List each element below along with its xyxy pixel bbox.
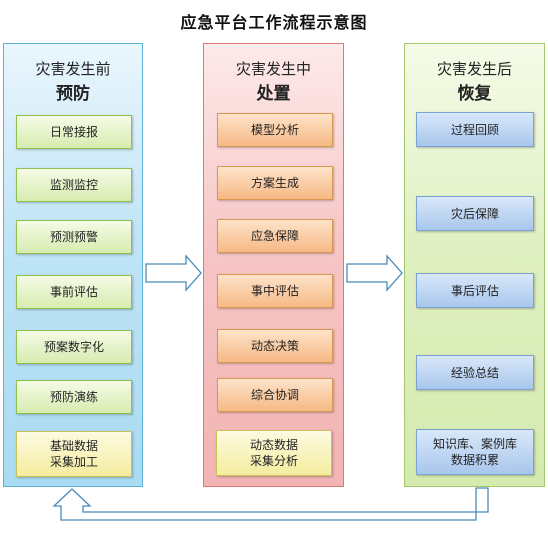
data-box-during-line1: 动态数据 [249,438,298,452]
step-before-4: 事前评估 [16,275,132,309]
column-after-disaster: 灾害发生后 恢复 过程回顾 灾后保障 事后评估 经验总结 知识库、案例库 数据积… [404,43,545,487]
step-before-2: 监测监控 [16,168,132,202]
step-after-1: 过程回顾 [416,112,534,147]
step-during-1: 模型分析 [217,113,333,147]
phase-label-after: 灾害发生后 [436,60,512,78]
step-after-3: 事后评估 [416,273,534,308]
arrow-right-icon [145,254,202,292]
data-box-before-line1: 基础数据 [49,439,98,453]
data-box-during: 动态数据 采集分析 [216,430,332,476]
data-box-before-line2: 采集加工 [49,455,98,469]
step-before-3: 预测预警 [16,220,132,254]
data-box-during-line2: 采集分析 [249,454,298,468]
step-during-2: 方案生成 [217,166,333,200]
feedback-loop-arrow [52,487,489,521]
phase-subtitle-during: 处置 [256,84,291,104]
data-box-after-line2: 数据积累 [450,453,499,467]
step-after-2: 灾后保障 [416,196,534,231]
step-during-6: 综合协调 [217,378,333,412]
step-before-6: 预防演练 [16,380,132,414]
data-box-after-line1: 知识库、案例库 [432,437,517,451]
column-before-disaster: 灾害发生前 预防 日常接报 监测监控 预测预警 事前评估 预案数字化 预防演练 … [3,43,143,487]
data-box-after: 知识库、案例库 数据积累 [416,429,534,475]
column-during-disaster: 灾害发生中 处置 模型分析 方案生成 应急保障 事中评估 动态决策 综合协调 动… [203,43,344,487]
step-before-1: 日常接报 [16,115,132,149]
step-during-3: 应急保障 [217,219,333,253]
phase-label-before: 灾害发生前 [35,60,111,78]
step-after-4: 经验总结 [416,355,534,390]
data-box-before: 基础数据 采集加工 [16,431,132,477]
phase-subtitle-after: 恢复 [457,84,492,104]
step-during-5: 动态决策 [217,329,333,363]
phase-subtitle-before: 预防 [56,84,90,104]
step-during-4: 事中评估 [217,274,333,308]
arrow-right-icon [346,254,403,292]
diagram-title: 应急平台工作流程示意图 [180,13,368,32]
phase-label-during: 灾害发生中 [235,60,311,78]
step-before-5: 预案数字化 [16,330,132,364]
